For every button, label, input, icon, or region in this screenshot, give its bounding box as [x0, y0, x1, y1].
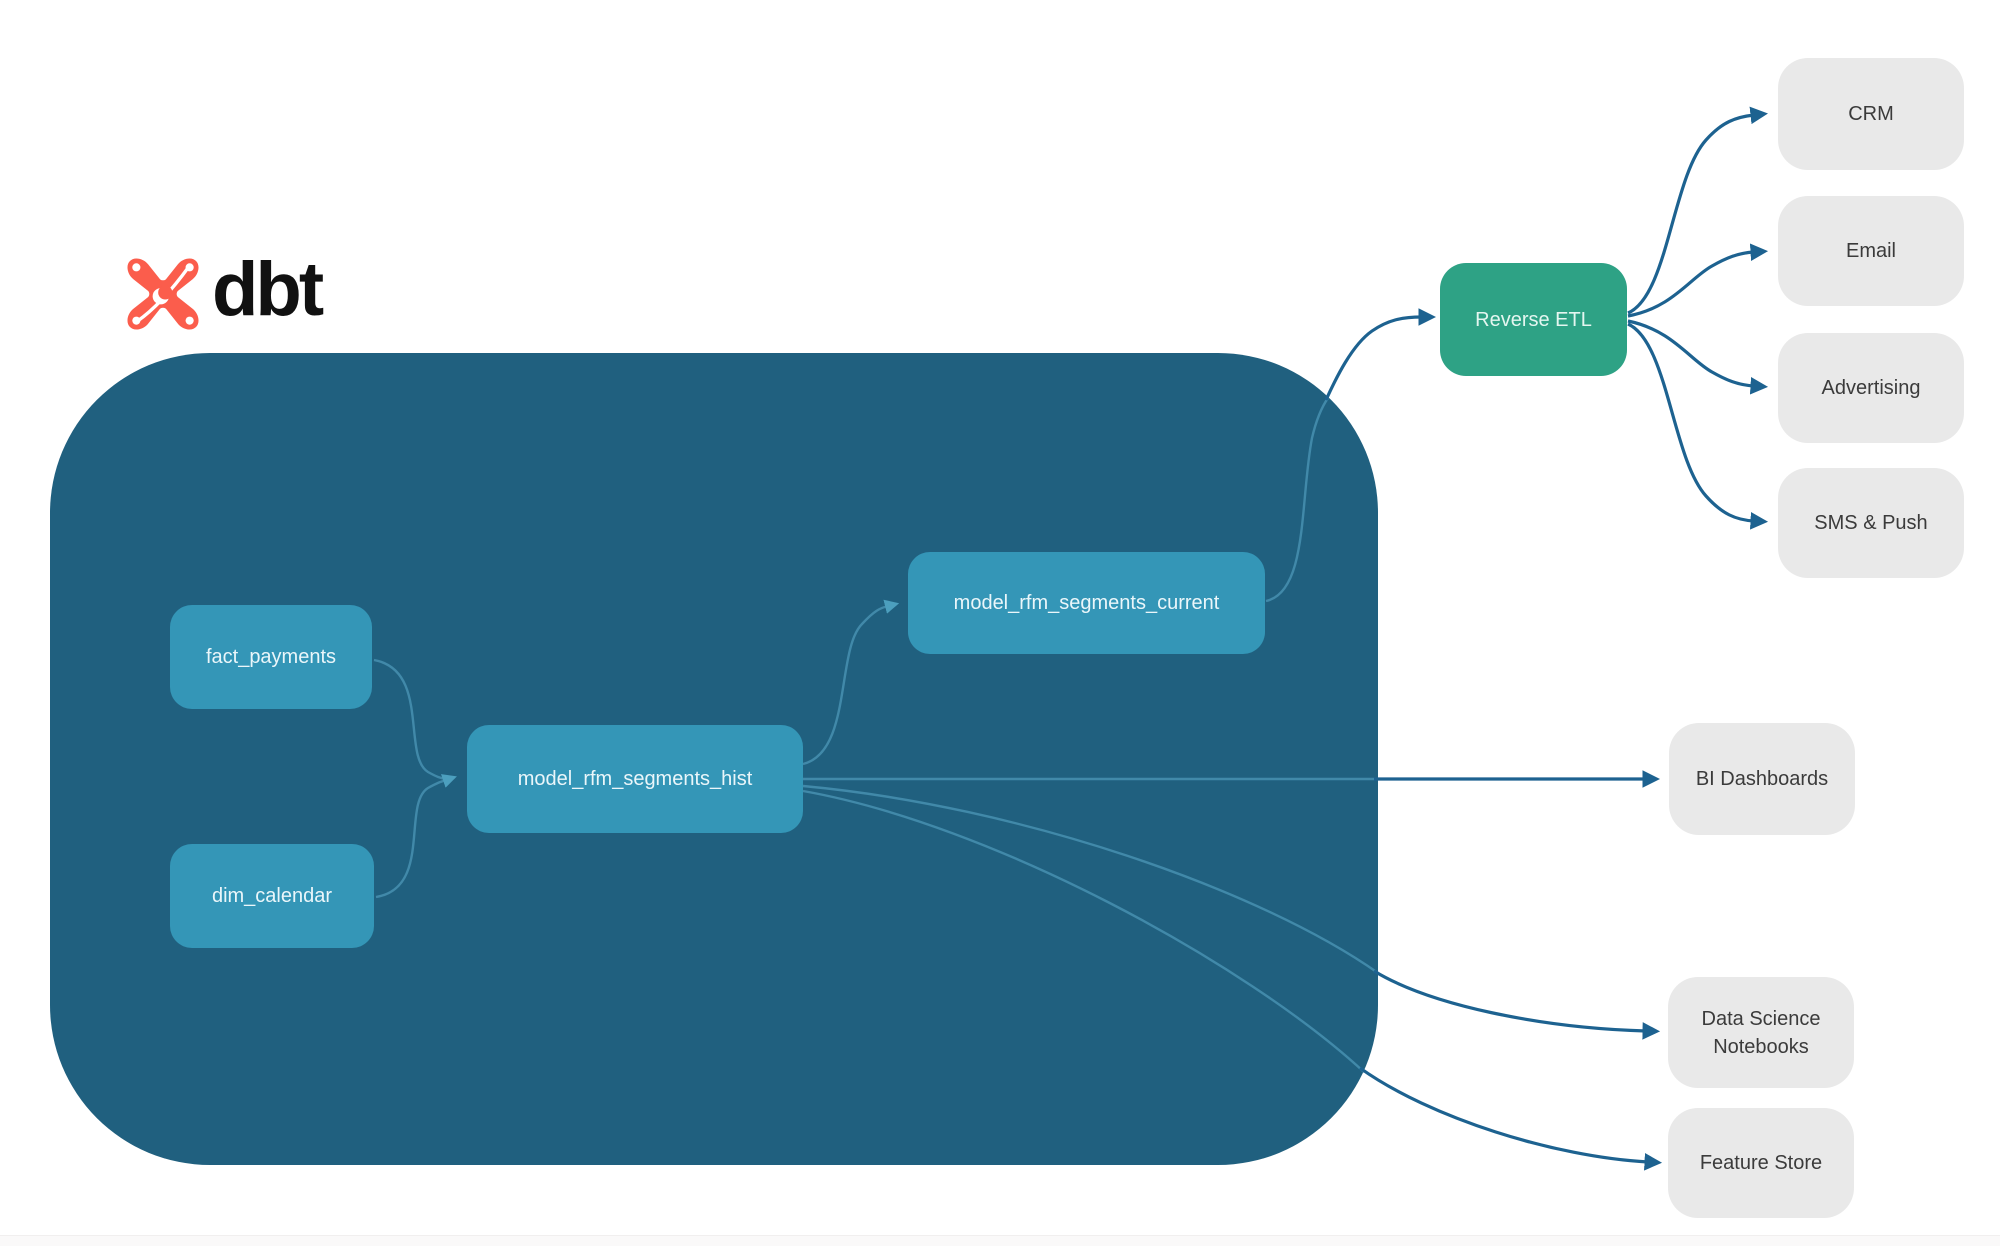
edge-current-to-reverse-etl — [1324, 308, 1437, 401]
edge-hist-to-current — [802, 599, 900, 766]
bottom-page-edge — [0, 1235, 2000, 1246]
edge-hist-to-feature-store-inner — [802, 789, 1365, 1073]
node-advertising: Advertising — [1778, 333, 1964, 443]
dbt-logo: dbt — [124, 252, 324, 332]
dbt-logo-icon — [127, 258, 199, 330]
node-model-rfm-segments-current-label: model_rfm_segments_current — [953, 592, 1220, 614]
edge-reverse-etl-to-crm — [1627, 106, 1768, 315]
node-model-rfm-segments-hist: model_rfm_segments_hist — [467, 725, 803, 833]
node-model-rfm-segments-hist-label: model_rfm_segments_hist — [517, 768, 753, 790]
edge-hist-to-notebooks-inner — [802, 784, 1379, 974]
node-reverse-etl: Reverse ETL — [1440, 263, 1627, 376]
node-crm-label: CRM — [1848, 103, 1894, 125]
node-model-rfm-segments-current: model_rfm_segments_current — [908, 552, 1265, 654]
node-email: Email — [1778, 196, 1964, 306]
node-data-science-notebooks-label: Data Science Notebooks — [1701, 1007, 1821, 1058]
node-advertising-label: Advertising — [1821, 377, 1921, 399]
edge-current-to-reverse-etl-inner — [1265, 397, 1329, 603]
node-email-label: Email — [1845, 240, 1896, 262]
edge-reverse-etl-to-email — [1627, 243, 1769, 318]
edge-fact-payments-to-hist — [373, 658, 447, 781]
node-fact-payments-label: fact_payments — [205, 646, 337, 668]
edge-hist-to-notebooks — [1373, 969, 1661, 1040]
node-dim-calendar-label: dim_calendar — [211, 885, 333, 907]
edge-dim-calendar-to-hist — [375, 774, 457, 899]
edge-hist-to-feature-store — [1359, 1066, 1663, 1171]
dbt-logo-text: dbt — [212, 247, 324, 332]
node-dim-calendar: dim_calendar — [170, 844, 374, 948]
node-sms-push: SMS & Push — [1778, 468, 1964, 578]
node-fact-payments: fact_payments — [170, 605, 372, 709]
edge-reverse-etl-to-sms-push — [1627, 322, 1769, 530]
node-reverse-etl-label: Reverse ETL — [1475, 308, 1592, 331]
node-feature-store: Feature Store — [1668, 1108, 1854, 1218]
node-bi-dashboards-label: BI Dashboards — [1695, 768, 1829, 790]
node-data-science-notebooks: Data Science Notebooks — [1668, 977, 1854, 1088]
node-sms-push-label: SMS & Push — [1814, 512, 1928, 534]
edge-reverse-etl-to-advertising — [1627, 319, 1769, 395]
node-feature-store-label: Feature Store — [1699, 1152, 1823, 1174]
node-bi-dashboards: BI Dashboards — [1669, 723, 1855, 835]
node-crm: CRM — [1778, 58, 1964, 170]
